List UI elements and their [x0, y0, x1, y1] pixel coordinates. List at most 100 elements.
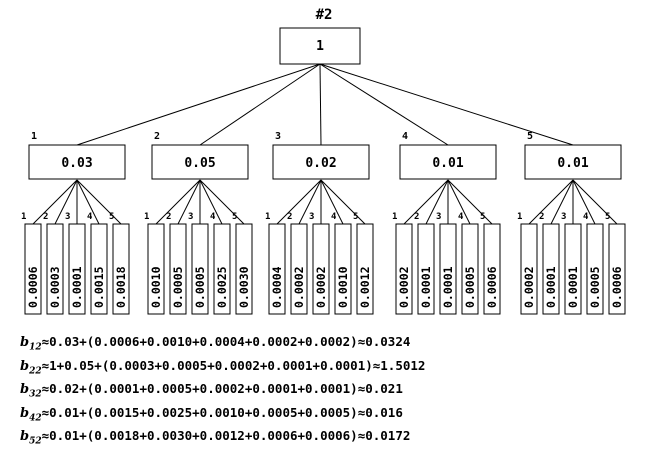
formula-variable: b52: [20, 429, 42, 447]
leaf-value: 0.0025: [215, 266, 229, 308]
leaf-label: 5: [232, 212, 237, 222]
branch-node-box: [272, 144, 370, 180]
leaf-label: 3: [65, 212, 70, 222]
leaf-value: 0.0030: [237, 266, 251, 308]
edge-branch-to-leaf: [320, 179, 366, 225]
leaf-value: 0.0006: [485, 266, 499, 308]
leaf-box: [68, 223, 86, 315]
formula-expression: ≈1+0.05+(0.0003+0.0005+0.0002+0.0001+0.0…: [41, 357, 426, 373]
leaf-label: 2: [539, 212, 544, 222]
branch-label: 4: [402, 131, 408, 142]
formula-line: b22≈1+0.05+(0.0003+0.0005+0.0002+0.0001+…: [20, 357, 425, 381]
edge-root-to-branch-3: [319, 63, 322, 146]
leaf-label: 3: [436, 212, 441, 222]
leaf-box: [46, 223, 64, 315]
leaf-label: 2: [414, 212, 419, 222]
leaf-box: [268, 223, 286, 315]
formula-list: b12≈0.03+(0.0006+0.0010+0.0004+0.0002+0.…: [20, 333, 425, 451]
edge-branch-to-leaf: [572, 179, 618, 225]
edge-branch-to-leaf: [199, 179, 245, 225]
leaf-label: 5: [109, 212, 114, 222]
edge-branch-to-leaf: [199, 179, 223, 225]
branch-node-value: 0.05: [184, 156, 215, 171]
leaf-label: 2: [166, 212, 171, 222]
branch-layer: 10.0310.000620.000330.000140.001550.0018…: [21, 131, 626, 315]
formula-expression: ≈0.01+(0.0018+0.0030+0.0012+0.0006+0.000…: [41, 428, 411, 444]
branch-label: 2: [154, 131, 160, 142]
edge-branch-to-leaf: [177, 179, 201, 225]
leaf-label: 1: [265, 212, 270, 222]
leaf-box: [395, 223, 413, 315]
leaf-box: [461, 223, 479, 315]
leaf-value: 0.0001: [441, 266, 455, 308]
leaf-box: [439, 223, 457, 315]
leaf-value: 0.0005: [588, 266, 602, 308]
leaf-value: 0.0002: [292, 266, 306, 308]
edge-branch-to-leaf: [76, 179, 100, 225]
edge-branch-to-leaf: [32, 179, 78, 225]
branch-node-value: 0.02: [305, 156, 336, 171]
leaf-label: 3: [188, 212, 193, 222]
edge-branch-to-leaf: [572, 179, 596, 225]
diagram-title: #2: [316, 7, 333, 23]
leaf-value: 0.0001: [544, 266, 558, 308]
leaf-label: 1: [392, 212, 397, 222]
branch-node-value: 0.01: [557, 156, 588, 171]
leaf-box: [90, 223, 108, 315]
leaf-label: 5: [480, 212, 485, 222]
branch-label: 5: [527, 131, 533, 142]
leaf-label: 2: [287, 212, 292, 222]
edge-branch-to-leaf: [54, 179, 78, 225]
leaf-label: 5: [605, 212, 610, 222]
formula-variable: b22: [20, 358, 42, 377]
leaf-value: 0.0002: [397, 266, 411, 308]
root-node: 1: [279, 27, 361, 65]
leaf-label: 4: [87, 212, 93, 222]
formula-subscript: 52: [29, 436, 42, 447]
branch-node-box: [399, 144, 497, 180]
leaf-box: [290, 223, 308, 315]
leaf-label: 3: [309, 212, 314, 222]
formula-line: b52≈0.01+(0.0018+0.0030+0.0012+0.0006+0.…: [20, 427, 425, 451]
branch-label: 1: [31, 131, 37, 142]
leaf-box: [483, 223, 501, 315]
formula-variable: b32: [20, 382, 42, 400]
leaf-value: 0.0010: [336, 266, 350, 308]
formula-line: b42≈0.01+(0.0015+0.0025+0.0010+0.0005+0.…: [20, 404, 425, 428]
leaf-label: 5: [353, 212, 358, 222]
edge-root-to-branch-5: [319, 63, 574, 146]
leaf-label: 1: [517, 212, 522, 222]
formula-line: b12≈0.03+(0.0006+0.0010+0.0004+0.0002+0.…: [20, 333, 425, 357]
branch-node-value: 0.01: [432, 156, 463, 171]
edge-branch-to-leaf: [76, 179, 122, 225]
edge-branch-to-leaf: [447, 179, 493, 225]
leaf-box: [169, 223, 187, 315]
leaf-label: 4: [458, 212, 464, 222]
leaf-box: [312, 223, 330, 315]
leaf-label: 1: [21, 212, 26, 222]
leaf-value: 0.0005: [463, 266, 477, 308]
tree-svg: #2 1 10.0310.000620.000330.000140.001550…: [21, 7, 626, 315]
leaf-box: [213, 223, 231, 315]
edge-branch-to-leaf: [320, 179, 344, 225]
edge-branch-to-leaf: [155, 179, 201, 225]
leaf-value: 0.0006: [26, 266, 40, 308]
leaf-box: [608, 223, 626, 315]
leaf-box: [564, 223, 582, 315]
formula-expression: ≈0.01+(0.0015+0.0025+0.0010+0.0005+0.000…: [41, 404, 403, 420]
branch-node-box: [151, 144, 249, 180]
edge-branch-to-leaf: [550, 179, 574, 225]
edge-root-to-branch-2: [199, 63, 321, 146]
leaf-value: 0.0018: [114, 266, 128, 308]
leaf-box: [586, 223, 604, 315]
branch-node-box: [28, 144, 126, 180]
leaf-value: 0.0003: [48, 266, 62, 308]
edge-root-to-branch-1: [76, 63, 321, 146]
edge-branch-to-leaf: [447, 179, 471, 225]
leaf-value: 0.0001: [566, 266, 580, 308]
